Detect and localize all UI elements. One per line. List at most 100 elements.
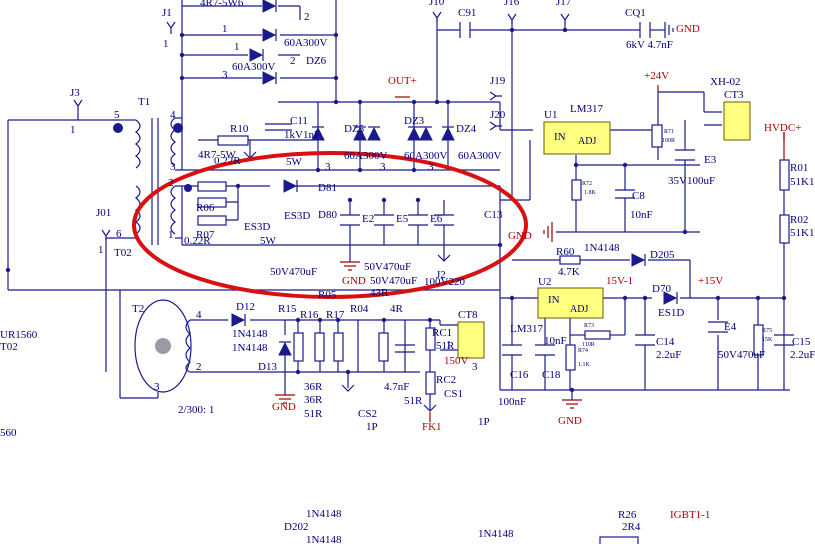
- label-r43: 43R: [370, 287, 389, 299]
- label-r36a: 36R: [304, 381, 323, 393]
- label-r51: 51R: [304, 408, 323, 420]
- label-e-val3: 50V470uF: [370, 275, 417, 287]
- label-r-top: 4R7-5W6: [200, 0, 244, 9]
- label-c11v: 1kV1nF: [284, 129, 320, 141]
- label-e-val2: 50V470uF: [364, 261, 411, 273]
- label-bot-1n4148-c: 1N4148: [478, 528, 514, 540]
- label-r4r: 4R: [390, 303, 404, 315]
- label-gnd-mid: GND: [508, 230, 532, 242]
- label-gnd-b: GND: [272, 401, 296, 413]
- label-adj1: ADJ: [578, 136, 596, 147]
- label-c14: C14: [656, 336, 675, 348]
- label-d202: D202: [284, 521, 308, 533]
- label-d12v2: 1N4148: [232, 342, 268, 354]
- label-j3-pin: 1: [70, 124, 76, 136]
- label-dz3v: 60A300V: [404, 150, 447, 162]
- label-r01v: 51K1: [790, 176, 814, 188]
- label-ct8: CT8: [458, 309, 478, 321]
- label-r72: R72: [582, 181, 592, 187]
- label-cs1: CS1: [444, 388, 463, 400]
- label-ct3: CT3: [724, 89, 744, 101]
- label-t2-4: 4: [196, 309, 202, 321]
- label-d12v: 1N4148: [232, 328, 268, 340]
- label-r74: R74: [578, 348, 588, 354]
- connector-pins: [73, 11, 570, 412]
- label-t1-5: 5: [114, 109, 120, 121]
- label-t1-4: 4: [170, 109, 176, 121]
- label-r01: R01: [790, 162, 808, 174]
- label-pin2b: 2: [290, 55, 296, 67]
- label-d70: D70: [652, 283, 671, 295]
- label-ct8-3: 3: [472, 361, 478, 373]
- label-pin1a: 1: [222, 23, 228, 35]
- label-bot-1n4148-b: 1N4148: [306, 534, 342, 544]
- label-c91: C91: [458, 7, 476, 19]
- label-rc2v: 51R: [404, 395, 423, 407]
- label-t02b: T02: [0, 341, 18, 353]
- label-j01: J01: [96, 207, 111, 219]
- label-c8: C8: [632, 190, 645, 202]
- label-j1-pin: 1: [163, 38, 169, 50]
- label-r06: R06: [196, 202, 215, 214]
- label-c13: C13: [484, 209, 503, 221]
- label-dz5v: 60A300V: [344, 150, 387, 162]
- label-cs2: CS2: [358, 408, 377, 420]
- label-d80: D80: [318, 209, 337, 221]
- label-j01-pin: 1: [98, 244, 104, 256]
- label-es3d-a: ES3D: [284, 210, 310, 222]
- label-gnd-e: GND: [342, 275, 366, 287]
- label-r16: R16: [300, 309, 319, 321]
- label-rc1: RC1: [432, 327, 452, 339]
- label-lm317-2: LM317: [510, 323, 544, 335]
- label-t1-3: 3: [170, 161, 176, 173]
- label-in2: IN: [548, 294, 560, 306]
- label-adj2: ADJ: [570, 304, 588, 315]
- label-plus24v: +24V: [644, 70, 669, 82]
- label-ct8-1: 1: [446, 339, 452, 351]
- label-c16: C16: [510, 369, 529, 381]
- label-pin1b: 1: [234, 41, 240, 53]
- label-r10v: 4R7-5W: [198, 149, 237, 161]
- label-t2: T2: [132, 303, 144, 315]
- label-j2: J2: [436, 269, 446, 281]
- label-t2-3: 3: [154, 381, 160, 393]
- highlight-ellipse: [132, 151, 528, 299]
- label-r73: R73: [584, 323, 594, 329]
- label-gnd-r: GND: [558, 415, 582, 427]
- label-pin3a: 3: [222, 69, 228, 81]
- label-ratio: 2/300: 1: [178, 404, 214, 416]
- label-e4v: 50V470uF: [718, 349, 765, 361]
- label-e6: E6: [430, 213, 443, 225]
- label-r15: R15: [278, 303, 297, 315]
- label-1n4148: 1N4148: [584, 242, 620, 254]
- label-r71v: 100R: [662, 138, 675, 144]
- label-j19: J19: [490, 75, 506, 87]
- label-t1-1: 1: [168, 229, 174, 241]
- label-c18: C18: [542, 369, 561, 381]
- label-r07: R07: [196, 229, 215, 241]
- label-pin2a: 2: [304, 11, 310, 23]
- label-lm317-1: LM317: [570, 103, 604, 115]
- label-pin3b: 3: [325, 161, 331, 173]
- label-t1-2: 2: [168, 177, 174, 189]
- label-15v1: 15V-1: [606, 275, 633, 287]
- label-gnd-top: GND: [676, 23, 700, 35]
- label-e3: E3: [704, 154, 717, 166]
- label-r72v: 1.8K: [584, 190, 597, 196]
- label-e3v: 35V100uF: [668, 175, 715, 187]
- label-dz6: DZ6: [306, 55, 327, 67]
- label-dz5: DZ5: [344, 123, 365, 135]
- label-j20: J20: [490, 109, 506, 121]
- label-c100n: 100nF: [498, 396, 526, 408]
- label-d13: D13: [258, 361, 277, 373]
- label-r07v: 0.22R: [184, 235, 211, 247]
- label-r75: R75: [762, 328, 772, 334]
- label-c47n: 4.7nF: [384, 381, 409, 393]
- label-r60: R60: [556, 246, 575, 258]
- label-fk1: FK1: [422, 421, 442, 433]
- label-j10: J10: [429, 0, 445, 8]
- label-150v: 150V: [444, 355, 469, 367]
